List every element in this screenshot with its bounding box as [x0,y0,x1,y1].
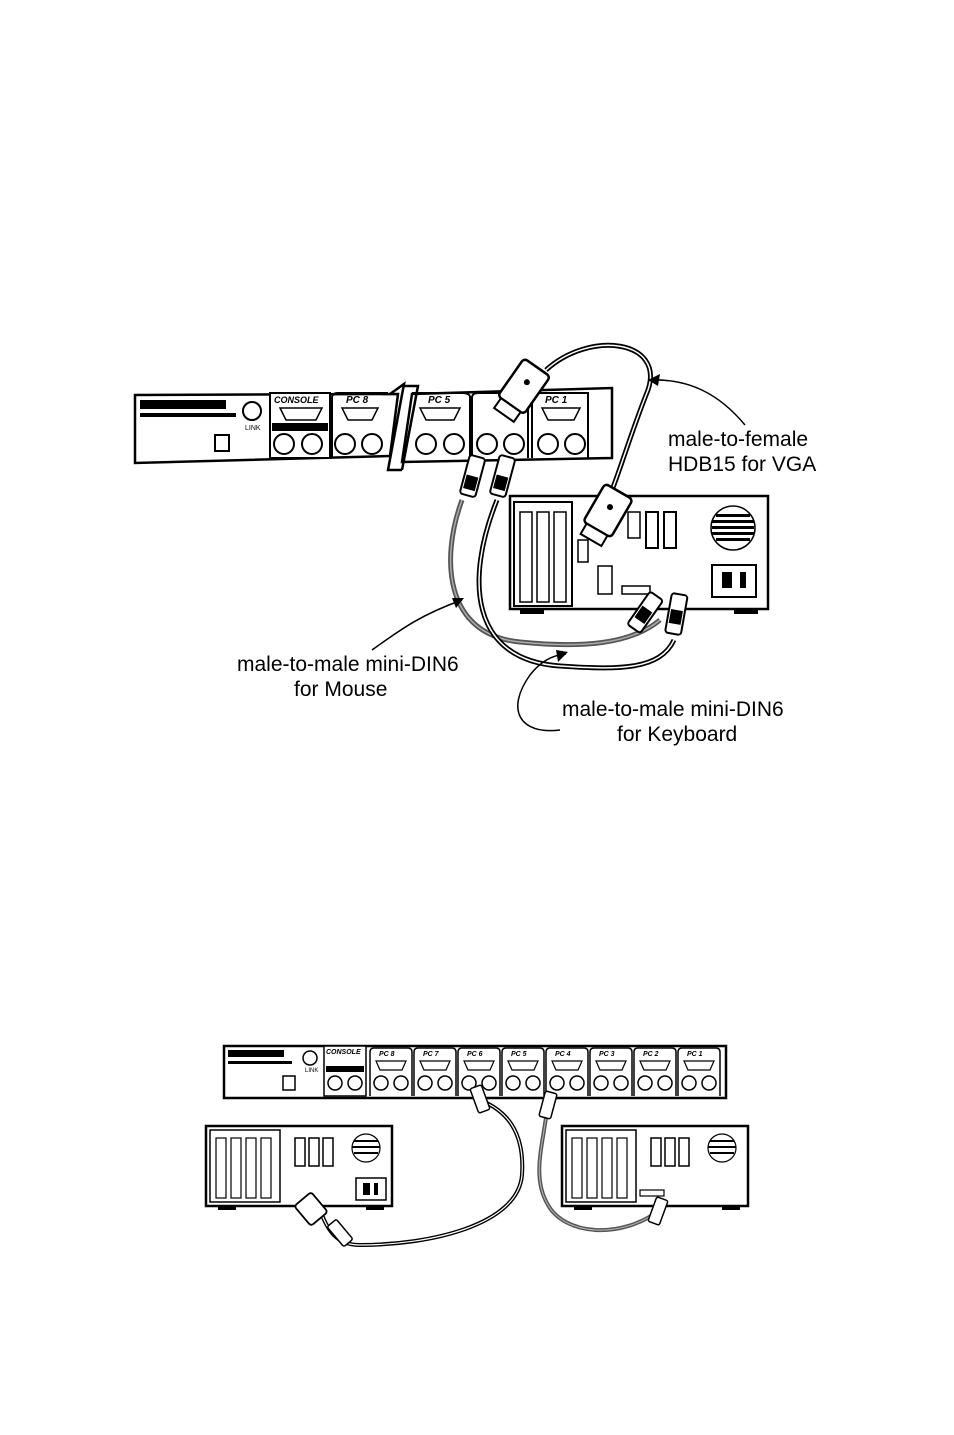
port-label: PC 2 [643,1051,659,1058]
keyboard-port [658,1076,672,1090]
left-pc-rear-panel [206,1126,392,1210]
mouse-leader-line [372,600,462,650]
mouse-callout-line1: male-to-male mini-DIN6 [237,653,459,676]
console-mouse-port [274,434,294,454]
model-label-strip [140,413,236,417]
keyboard-port [614,1076,628,1090]
vga-port [640,1061,670,1070]
power-supply-socket [712,565,756,597]
vga-port [508,1061,538,1070]
vga-port [376,1061,406,1070]
port-label: PC 7 [423,1051,440,1058]
vga-callout-line1: male-to-female [668,428,808,451]
mouse-port [418,1076,432,1090]
brand-label-bar [140,400,226,409]
link-port [243,402,261,420]
port-label: PC 8 [379,1051,395,1058]
mouse-port [374,1076,388,1090]
vga-port [464,1061,494,1070]
diagram-daisy-chain-connection: LINK CONSOLE PC 8 PC 7 PC 6 PC 5 PC 4 PC 3 PC … [206,1046,748,1247]
mouse-port [682,1076,696,1090]
port-label: PC 3 [599,1051,615,1058]
port-label: PC 5 [511,1051,527,1058]
pc1-label: PC 1 [545,395,568,406]
pc5-label: PC 5 [428,395,451,406]
keyboard-callout-line2: for Keyboard [617,723,737,746]
vga-callout-line2: HDB15 for VGA [668,453,816,476]
console-label-2: CONSOLE [326,1049,361,1056]
keyboard-port [570,1076,584,1090]
port-label: PC 6 [467,1051,483,1058]
console-port-group-2: CONSOLE [324,1046,366,1096]
keyboard-port [438,1076,452,1090]
mouse-port [638,1076,652,1090]
vga-port [552,1061,582,1070]
mouse-port [550,1076,564,1090]
keyboard-port [526,1076,540,1090]
vga-leader-line [648,380,745,425]
right-pc-rear-panel [562,1126,748,1210]
pc-rear-panel [510,496,768,614]
mouse-callout-line2: for Mouse [294,678,387,701]
link-label: LINK [245,425,261,432]
port-label: PC 4 [555,1051,571,1058]
console-label: CONSOLE [274,395,320,405]
mouse-port [594,1076,608,1090]
diagram-single-pc-connection: LINK CONSOLE PC 8 PC 5 [135,345,816,746]
pc8-label: PC 8 [346,395,369,406]
kvm-switch-rear-panel: LINK CONSOLE PC 8 PC 5 [135,384,612,470]
vga-port [596,1061,626,1070]
console-vga-port [280,408,322,420]
keyboard-port [394,1076,408,1090]
mouse-port [506,1076,520,1090]
vga-port [684,1061,714,1070]
console-keyboard-port [302,434,322,454]
keyboard-callout-line1: male-to-male mini-DIN6 [562,698,784,721]
fan-grille [711,506,755,550]
vga-port [420,1061,450,1070]
power-jack [215,435,229,451]
keyboard-port [482,1076,496,1090]
console-port-group: CONSOLE [270,393,330,458]
link-label-2: LINK [305,1068,318,1074]
keyboard-arrowhead [556,650,568,662]
keyboard-port [702,1076,716,1090]
port-label: PC 1 [687,1051,703,1058]
